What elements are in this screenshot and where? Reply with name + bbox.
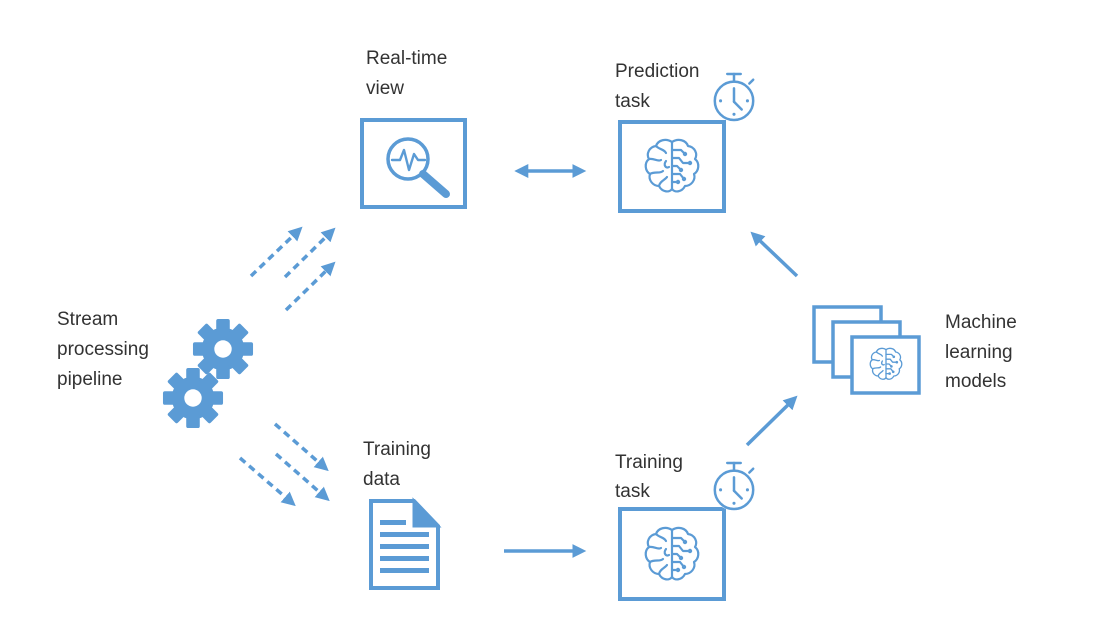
training-task-label-line-2: task (615, 481, 650, 502)
training-task-label-line-1: Training (615, 452, 683, 473)
stream-pipeline-label: Stream processing pipeline (57, 309, 149, 390)
models-to-prediction-arrow (750, 231, 799, 278)
pipeline-to-data-arrow-3 (238, 456, 296, 507)
pipeline-to-view-arrow-3 (284, 261, 336, 312)
stream-pipeline-label-line-1: Stream (57, 309, 118, 330)
training-data-label-line-1: Training (363, 439, 431, 460)
stream-pipeline-label-line-2: processing (57, 339, 149, 360)
training-to-models-arrow (745, 395, 798, 447)
training-data-node (369, 497, 442, 590)
ml-models-label-line-1: Machine (945, 312, 1017, 333)
document-icon (369, 497, 442, 590)
stream-pipeline-label-line-3: pipeline (57, 369, 123, 390)
realtime-view-label: Real-time view (366, 48, 447, 99)
magnifier-waveform-icon (386, 137, 450, 198)
realtime-view-box (360, 118, 467, 209)
pipeline-to-view-arrow-2 (283, 227, 336, 279)
stopwatch-icon (711, 461, 755, 511)
stacked-model-cards-icon (812, 305, 921, 395)
gear-small-icon (162, 367, 224, 429)
prediction-task-node (618, 72, 755, 213)
ml-models-label-line-2: learning (945, 342, 1013, 363)
gear-large-icon (192, 318, 254, 380)
realtime-view-label-line-1: Real-time (366, 48, 447, 69)
training-data-label: Training data (363, 439, 431, 490)
training-data-label-line-2: data (363, 469, 400, 490)
stopwatch-icon (711, 72, 755, 122)
brain-circuit-icon (644, 138, 700, 193)
ml-models-label: Machine learning models (945, 312, 1017, 392)
prediction-task-label: Prediction task (615, 61, 700, 112)
prediction-task-label-line-1: Prediction (615, 61, 700, 82)
ml-models-label-line-3: models (945, 371, 1006, 392)
pipeline-to-data-arrow-1 (273, 422, 329, 472)
realtime-view-label-line-2: view (366, 78, 404, 99)
prediction-task-box (618, 120, 726, 213)
pipeline-to-view-arrow-1 (249, 226, 303, 278)
brain-circuit-icon (644, 526, 700, 581)
training-task-node (618, 461, 755, 601)
realtime-view-node (360, 118, 467, 209)
prediction-task-label-line-2: task (615, 91, 650, 112)
gears-icon (162, 318, 254, 429)
training-task-label: Training task (615, 452, 683, 502)
pipeline-to-data-arrow-2 (274, 452, 330, 502)
training-task-box (618, 507, 726, 601)
